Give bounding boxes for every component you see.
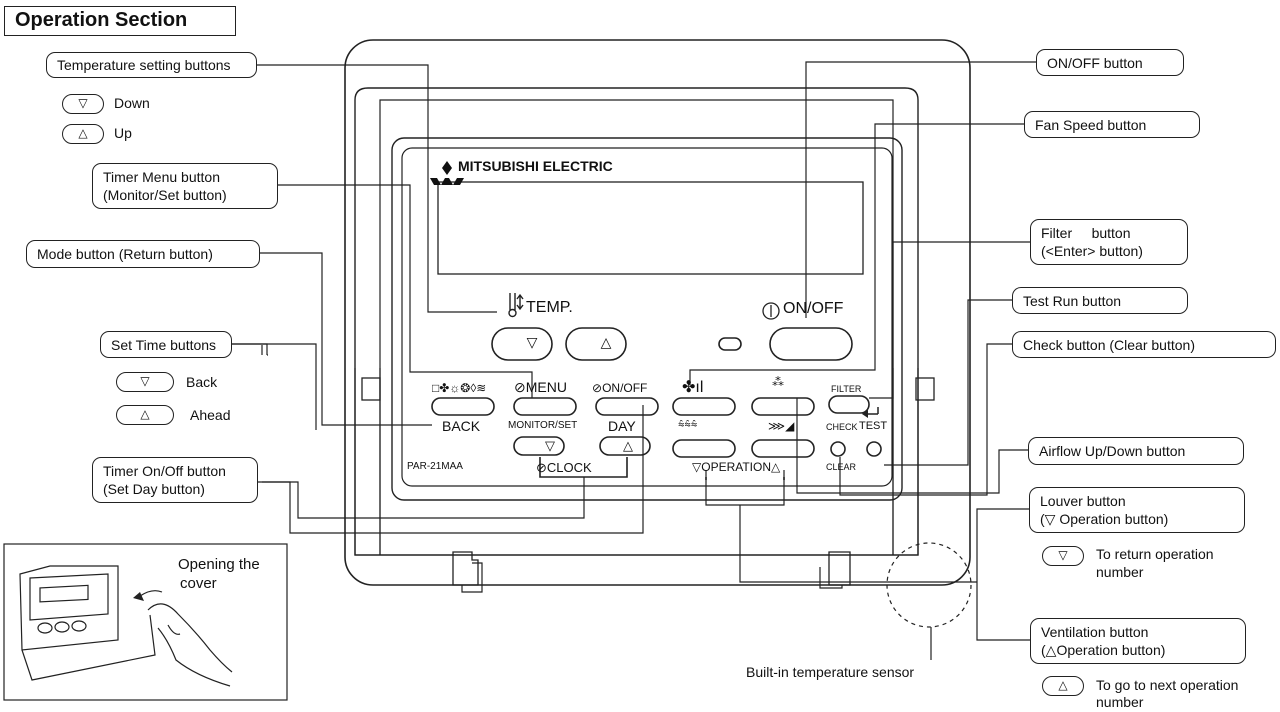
menu-button[interactable]	[513, 397, 577, 416]
legend-next-button: △	[1042, 676, 1084, 696]
remote-housing	[344, 39, 971, 586]
inset-caption-line1: Opening the	[178, 556, 260, 573]
test-label: TEST	[859, 420, 888, 432]
ventilation-icon: ⋙◢	[768, 419, 795, 433]
monitor-set-label: MONITOR/SET	[508, 420, 578, 431]
airflow-button[interactable]	[751, 397, 815, 416]
temp-down-button[interactable]	[491, 327, 553, 361]
timer-onoff-label: ⊘ON/OFF	[592, 381, 648, 395]
callout-filter: Filter button (<Enter> button)	[1030, 219, 1188, 265]
clock-up-glyph: △	[623, 438, 633, 453]
legend-next-text-2: number	[1096, 694, 1144, 710]
section-title: Operation Section	[4, 6, 236, 36]
airflow-icon: ⁂	[772, 375, 784, 389]
fan-speed-button[interactable]	[672, 397, 736, 416]
callout-ventilation: Ventilation button (△Operation button)	[1030, 618, 1246, 664]
brand-logo-text: MITSUBISHI ELECTRIC	[458, 158, 613, 174]
mode-button[interactable]	[431, 397, 495, 416]
check-button[interactable]	[830, 441, 846, 457]
legend-next-text: To go to next operation	[1096, 677, 1239, 693]
louver-icon: ⩯⩯⩯	[678, 419, 698, 431]
callout-fan-speed: Fan Speed button	[1024, 111, 1200, 138]
sensor-label: Built-in temperature sensor	[746, 664, 915, 680]
callout-airflow: Airflow Up/Down button	[1028, 437, 1244, 465]
clock-up-button[interactable]	[599, 436, 651, 456]
callout-temperature-setting: Temperature setting buttons	[46, 52, 257, 78]
thermometer-icon	[508, 293, 524, 318]
filter-button[interactable]	[828, 395, 870, 414]
front-panel	[391, 137, 903, 501]
legend-return-text-2: number	[1096, 564, 1144, 580]
power-icon	[762, 302, 780, 320]
legend-down-text: Down	[114, 95, 150, 111]
louver-button[interactable]	[672, 439, 736, 458]
mode-icons: □✤☼❂◊≋	[432, 381, 487, 395]
leader-lines	[232, 61, 1036, 660]
onoff-button[interactable]	[769, 327, 853, 361]
ventilation-button[interactable]	[751, 439, 815, 458]
fan-icon: ✤ıl	[682, 379, 704, 396]
temp-up-button[interactable]	[565, 327, 627, 361]
sensor-circle	[886, 542, 972, 628]
callout-set-time: Set Time buttons	[100, 331, 232, 358]
indicator-led	[718, 337, 742, 351]
clear-label: CLEAR	[826, 462, 857, 472]
legend-return-button: ▽	[1042, 546, 1084, 566]
legend-up-button: △	[62, 124, 104, 144]
legend-ahead-button: △	[116, 405, 174, 425]
clock-label: ⊘CLOCK	[536, 460, 592, 475]
legend-return-text: To return operation	[1096, 546, 1214, 562]
callout-test-run: Test Run button	[1012, 287, 1188, 314]
mitsubishi-logo-icon	[430, 161, 464, 185]
inset-caption-line2: cover	[180, 575, 217, 592]
filter-label: FILTER	[831, 384, 862, 394]
legend-back-text: Back	[186, 374, 218, 390]
legend-ahead-text: Ahead	[190, 407, 231, 423]
callout-check: Check button (Clear button)	[1012, 331, 1276, 358]
legend-down-button: ▽	[62, 94, 104, 114]
inset-illustration	[3, 543, 288, 701]
clock-down-glyph: ▽	[545, 438, 555, 453]
temp-up-glyph: △	[600, 334, 612, 350]
test-button[interactable]	[866, 441, 882, 457]
clock-down-button[interactable]	[513, 436, 565, 456]
timer-onoff-button[interactable]	[595, 397, 659, 416]
callout-onoff: ON/OFF button	[1036, 49, 1184, 76]
check-label: CHECK	[826, 422, 858, 432]
back-label: BACK	[442, 418, 481, 434]
temp-down-glyph: ▽	[526, 334, 538, 350]
callout-louver: Louver button (▽ Operation button)	[1029, 487, 1245, 533]
temp-label: TEMP.	[526, 299, 573, 316]
cover-outline	[354, 87, 919, 556]
legend-back-button: ▽	[116, 372, 174, 392]
model-label: PAR-21MAA	[407, 461, 463, 472]
callout-timer-onoff: Timer On/Off button(Set Day button)	[92, 457, 258, 503]
day-label: DAY	[608, 418, 636, 434]
legend-up-text: Up	[114, 125, 132, 141]
callout-timer-menu: Timer Menu button(Monitor/Set button)	[92, 163, 278, 209]
lcd-display	[437, 181, 864, 275]
callout-mode: Mode button (Return button)	[26, 240, 260, 268]
menu-label: ⊘MENU	[514, 379, 567, 395]
onoff-label: ON/OFF	[783, 300, 844, 317]
operation-label: ▽OPERATION△	[692, 460, 781, 474]
